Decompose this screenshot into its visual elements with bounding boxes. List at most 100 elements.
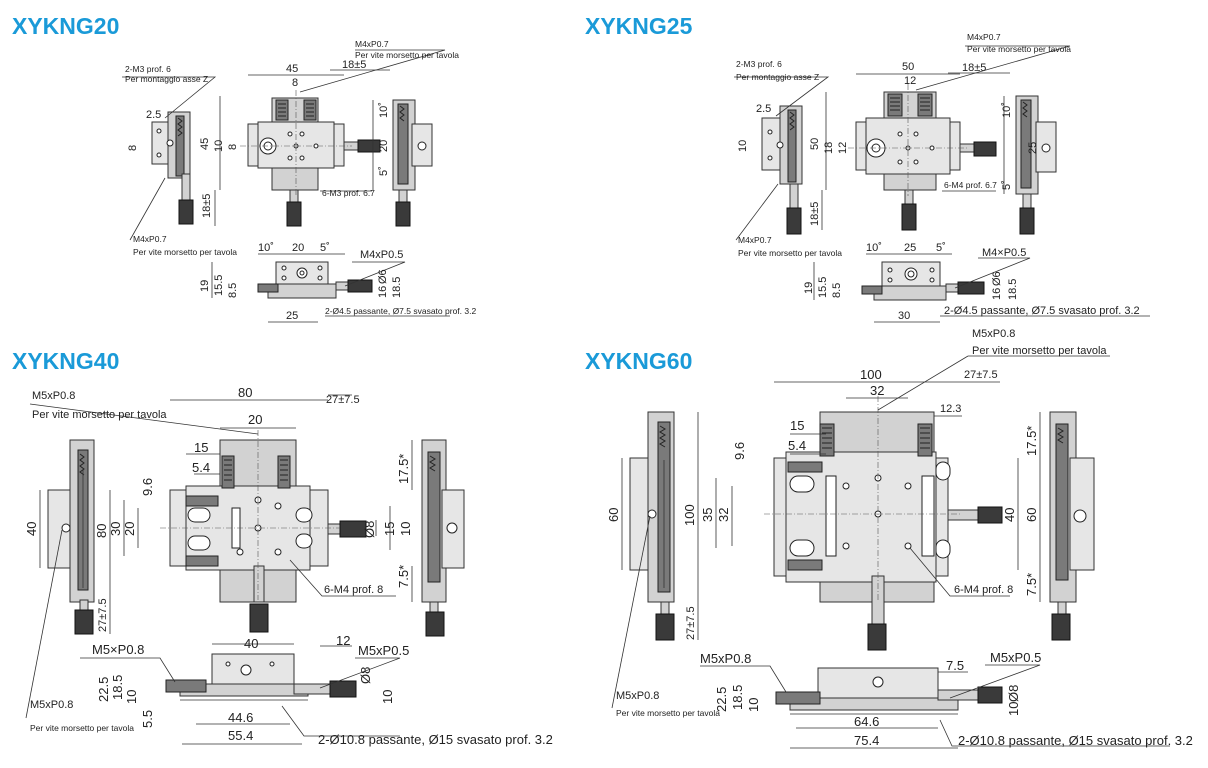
- xykng20-dim-8: 8: [127, 145, 139, 151]
- xykng25-note-6m4: 6-M4 prof. 6.7: [944, 180, 997, 190]
- xykng40-top-view: [160, 430, 367, 633]
- xykng20-front-view: [257, 261, 373, 299]
- xykng40-dim-10: 10: [398, 522, 413, 536]
- xykng25-top-view: [848, 84, 997, 231]
- xykng60-dim-60: 60: [606, 508, 621, 522]
- xykng25-dim-12h: 12: [837, 142, 849, 154]
- xykng20-note-m4-bot-desc: Per vite morsetto per tavola: [133, 247, 237, 257]
- xykng60-dim-7-5b: 7.5: [946, 658, 964, 673]
- xykng25-dim-2-5: 2.5: [756, 103, 771, 115]
- xykng25-dim-18-5: 18.5: [1007, 279, 1019, 300]
- xykng20-dim-20r: 20: [378, 140, 390, 152]
- xykng20-dim-10: 10: [213, 140, 225, 152]
- xykng20-drawing: 2-M3 prof. 6 Per montaggio asse Z M4xP0.…: [122, 39, 476, 323]
- xykng40-dim-30: 30: [108, 522, 123, 536]
- xykng40-dim-27: 27±7.5: [326, 394, 360, 406]
- xykng40-note-6m4: 6-M4 prof. 8: [324, 584, 383, 596]
- xykng40-note-m5x: M5×P0.8: [92, 642, 144, 657]
- xykng25-dim-18h: 18: [823, 142, 835, 154]
- xykng20-top-view: [240, 90, 381, 227]
- xykng25-note-bottom: 2-Ø4.5 passante, Ø7.5 svasato prof. 3.2: [944, 305, 1140, 317]
- xykng40-note-m5-desc: Per vite morsetto per tavola: [32, 409, 167, 421]
- xykng60-note-6m4: 6-M4 prof. 8: [954, 584, 1013, 596]
- xykng20-side-view: [151, 111, 194, 225]
- xykng40-dim-20h: 20: [122, 522, 137, 536]
- xykng20-note-m4p05: M4xP0.5: [360, 249, 403, 261]
- xykng40-dim-22-5: 22.5: [96, 677, 111, 702]
- xykng20-note-6m3: 6-M3 prof. 6.7: [322, 188, 375, 198]
- xykng25-dim-12: 12: [904, 75, 916, 87]
- xykng20-right-view: [392, 99, 433, 227]
- xykng60-dim-17-5: 17.5*: [1024, 426, 1039, 456]
- xykng40-dim-12: 12: [336, 633, 350, 648]
- xykng60-dim-27: 27±7.5: [964, 369, 998, 381]
- xykng25-dim-18v: 18±5: [809, 202, 821, 226]
- xykng40-note-m5p05: M5xP0.5: [358, 643, 409, 658]
- xykng60-dim-100: 100: [860, 367, 882, 382]
- xykng60-drawing: M5xP0.8 Per vite morsetto per tavola M5x…: [606, 328, 1193, 749]
- xykng40-right-view: [421, 439, 465, 637]
- xykng40-note-m5-bot: M5xP0.8: [30, 699, 73, 711]
- xykng40-dim-5-5: 5.5: [140, 710, 155, 728]
- xykng25-dim-16: 16: [991, 288, 1003, 300]
- title-xykng25: XYKNG25: [585, 13, 693, 39]
- xykng40-dim-18-5: 18.5: [110, 675, 125, 700]
- xykng25-front-view: [861, 261, 985, 301]
- xykng20-dim-25: 25: [286, 310, 298, 322]
- xykng40-dim-15v: 15: [382, 522, 397, 536]
- xykng25-note-m4-bot-desc: Per vite morsetto per tavola: [738, 248, 842, 258]
- xykng40-note-bottom: 2-Ø10.8 passante, Ø15 svasato prof. 3.2: [318, 732, 553, 747]
- xykng60-dim-7-5: 7.5*: [1024, 573, 1039, 596]
- xykng25-dim-25s: 25: [904, 242, 916, 254]
- xykng60-dim-64-6: 64.6: [854, 714, 879, 729]
- xykng20-dim-10r: 10˚: [378, 102, 390, 118]
- xykng60-dim-75-4: 75.4: [854, 733, 879, 748]
- xykng40-dim-80: 80: [238, 385, 252, 400]
- xykng25-dim-10s: 10˚: [866, 242, 882, 254]
- xykng60-dim-22-5: 22.5: [714, 687, 729, 712]
- xykng25-dim-15-5: 15.5: [817, 277, 829, 298]
- xykng25-note-m3: 2-M3 prof. 6: [736, 59, 782, 69]
- xykng25-dim-19: 19: [803, 282, 815, 294]
- xykng20-dim-15-5: 15.5: [213, 275, 225, 296]
- xykng25-dim-30: 30: [898, 310, 910, 322]
- xykng25-note-m4-bot: M4xP0.7: [738, 235, 772, 245]
- xykng40-dim-d8: Ø8: [362, 521, 377, 538]
- xykng60-note-bottom: 2-Ø10.8 passante, Ø15 svasato prof. 3.2: [958, 733, 1193, 748]
- xykng60-dim-9-6: 9.6: [732, 442, 747, 460]
- xykng25-dim-18pm5: 18±5: [962, 62, 986, 74]
- title-xykng60: XYKNG60: [585, 348, 692, 374]
- xykng40-drawing: M5xP0.8 Per vite morsetto per tavola M5x…: [24, 385, 553, 747]
- xykng20-dim-8-top: 8: [292, 77, 298, 89]
- xykng20-dim-16: 16: [377, 286, 389, 298]
- xykng60-dim-32: 32: [870, 383, 884, 398]
- xykng40-dim-55-4: 55.4: [228, 728, 253, 743]
- xykng40-dim-5-4: 5.4: [192, 460, 210, 475]
- xykng25-dim-10: 10: [737, 140, 749, 152]
- xykng60-right-view: [1049, 411, 1095, 641]
- xykng60-note-m5-bot-desc: Per vite morsetto per tavola: [616, 708, 720, 718]
- xykng60-dim-60r: 60: [1024, 508, 1039, 522]
- xykng25-dim-5r: 5˚: [1001, 180, 1013, 190]
- xykng60-note-m5: M5xP0.8: [972, 328, 1015, 340]
- xykng20-note-bottom: 2-Ø4.5 passante, Ø7.5 svasato prof. 3.2: [325, 306, 476, 316]
- xykng20-dim-18v: 18±5: [201, 194, 213, 218]
- xykng40-dim-10b: 10: [380, 690, 395, 704]
- xykng20-dim-8b: 8: [227, 144, 239, 150]
- xykng40-front-view: [165, 653, 357, 701]
- xykng25-note-m4-top-desc: Per vite morsetto per tavola: [967, 44, 1071, 54]
- xykng20-note-m3: 2-M3 prof. 6: [125, 64, 171, 74]
- xykng60-dim-d8: Ø8: [1006, 685, 1021, 702]
- xykng60-dim-40: 40: [1002, 508, 1017, 522]
- xykng20-dim-2-5: 2.5: [146, 109, 161, 121]
- xykng60-dim-35: 35: [700, 508, 715, 522]
- xykng40-dim-40: 40: [24, 522, 39, 536]
- xykng40-dim-7-5: 7.5*: [396, 565, 411, 588]
- xykng60-left-view: [629, 411, 675, 641]
- xykng20-note-m4-top: M4xP0.7: [355, 39, 389, 49]
- xykng25-dim-10r: 10˚: [1001, 102, 1013, 118]
- xykng60-dim-10: 10: [746, 698, 761, 712]
- xykng60-dim-12-3: 12.3: [940, 403, 961, 415]
- xykng60-note-m5x: M5xP0.8: [700, 651, 751, 666]
- xykng20-dim-18-5: 18.5: [391, 277, 403, 298]
